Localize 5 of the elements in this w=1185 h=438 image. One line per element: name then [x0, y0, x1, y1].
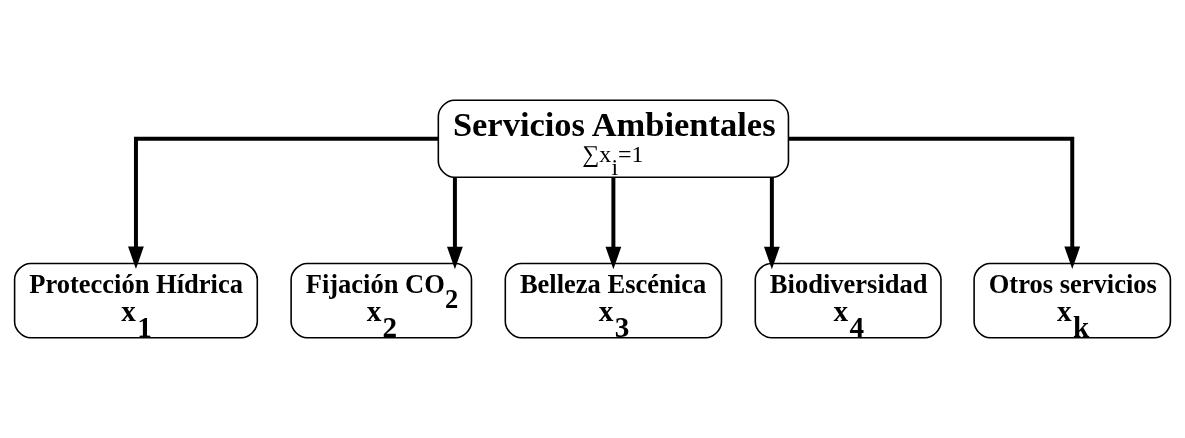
- arrow: [763, 177, 780, 270]
- arrow: [447, 177, 463, 270]
- arrow: [788, 136, 1081, 270]
- arrow: [605, 177, 622, 270]
- arrow: [128, 136, 439, 270]
